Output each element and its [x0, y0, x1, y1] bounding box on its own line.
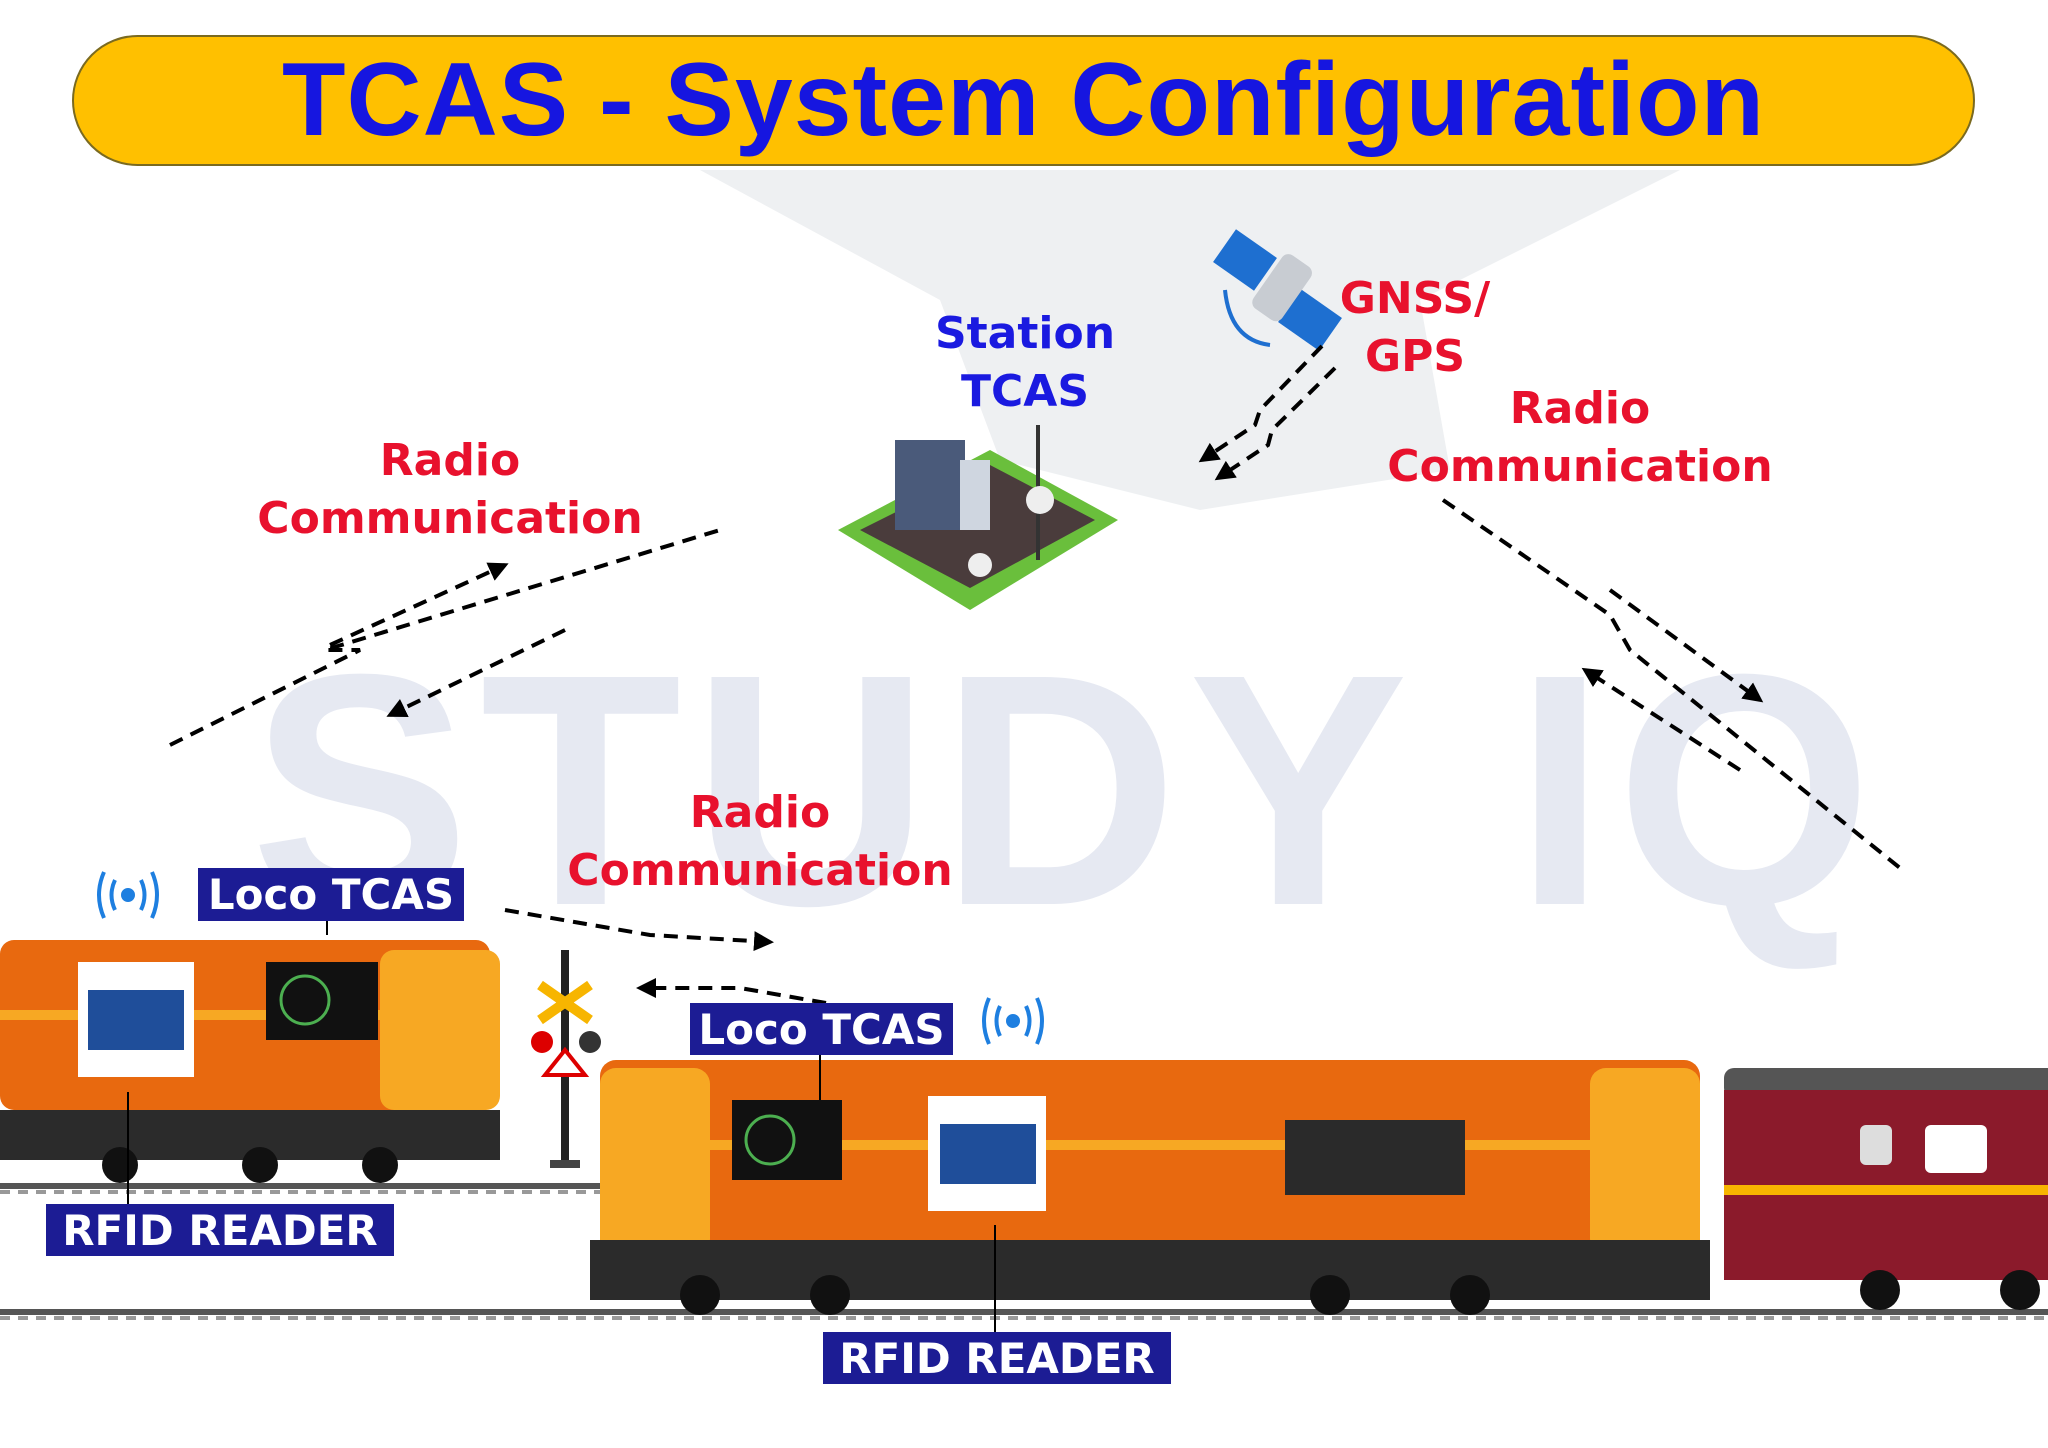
- locomotive-left: [0, 940, 500, 1183]
- watermark-cap-shape: [700, 170, 1680, 510]
- loco-tcas-label-left: Loco TCAS: [198, 868, 464, 921]
- level-crossing-signal: [531, 950, 601, 1168]
- link-right-arrow-down: [1608, 588, 1764, 703]
- tcas-display-right: [732, 1100, 842, 1180]
- station-label-line1: Station: [934, 308, 1116, 359]
- link-right-arrow-up: [1581, 667, 1742, 772]
- radio-communication-middle-label: Radio Communication: [560, 784, 960, 900]
- gnss-gps-label: GNSS/ GPS: [1310, 270, 1520, 386]
- station-building: [838, 425, 1118, 610]
- page-title: TCAS - System Configuration: [281, 42, 1766, 158]
- link-mid-right: [504, 908, 774, 952]
- radio-middle-line1: Radio: [689, 787, 831, 838]
- radio-left-line2: Communication: [257, 493, 643, 544]
- wireless-signal-icon-right: [982, 997, 1044, 1045]
- radio-right-line2: Communication: [1387, 441, 1773, 492]
- title-banner: TCAS - System Configuration: [72, 35, 1975, 166]
- loco-tcas-label-right: Loco TCAS: [690, 1003, 953, 1055]
- link-left-arrow-up: [329, 562, 509, 647]
- link-right-1: [1441, 498, 1902, 870]
- satellite-icon: [1213, 229, 1342, 351]
- link-left-arrow-down: [386, 628, 566, 718]
- rfid-reader-label-right: RFID READER: [823, 1332, 1171, 1384]
- link-sat-2: [1214, 366, 1337, 481]
- watermark: STUDY IQ: [250, 605, 1883, 974]
- gnss-label-line2: GPS: [1364, 331, 1466, 382]
- tcas-display-left: [266, 962, 378, 1040]
- rail-upper: [0, 1183, 600, 1194]
- locomotive-right: [590, 1060, 1710, 1315]
- radio-communication-left-label: Radio Communication: [250, 432, 650, 548]
- radio-communication-right-label: Radio Communication: [1380, 380, 1780, 496]
- passenger-coach: [1724, 1068, 2048, 1310]
- link-mid-left: [636, 978, 827, 1005]
- radio-middle-line2: Communication: [567, 845, 953, 896]
- link-sat-1: [1198, 344, 1324, 463]
- wireless-signal-icon-left: [97, 871, 159, 919]
- station-label-line2: TCAS: [960, 366, 1090, 417]
- rfid-reader-label-left: RFID READER: [46, 1204, 394, 1256]
- rail-lower: [0, 1309, 2048, 1320]
- radio-right-line1: Radio: [1509, 383, 1651, 434]
- station-tcas-label: Station TCAS: [900, 305, 1150, 421]
- radio-left-line1: Radio: [379, 435, 521, 486]
- link-left-1: [169, 528, 721, 747]
- gnss-label-line1: GNSS/: [1339, 273, 1491, 324]
